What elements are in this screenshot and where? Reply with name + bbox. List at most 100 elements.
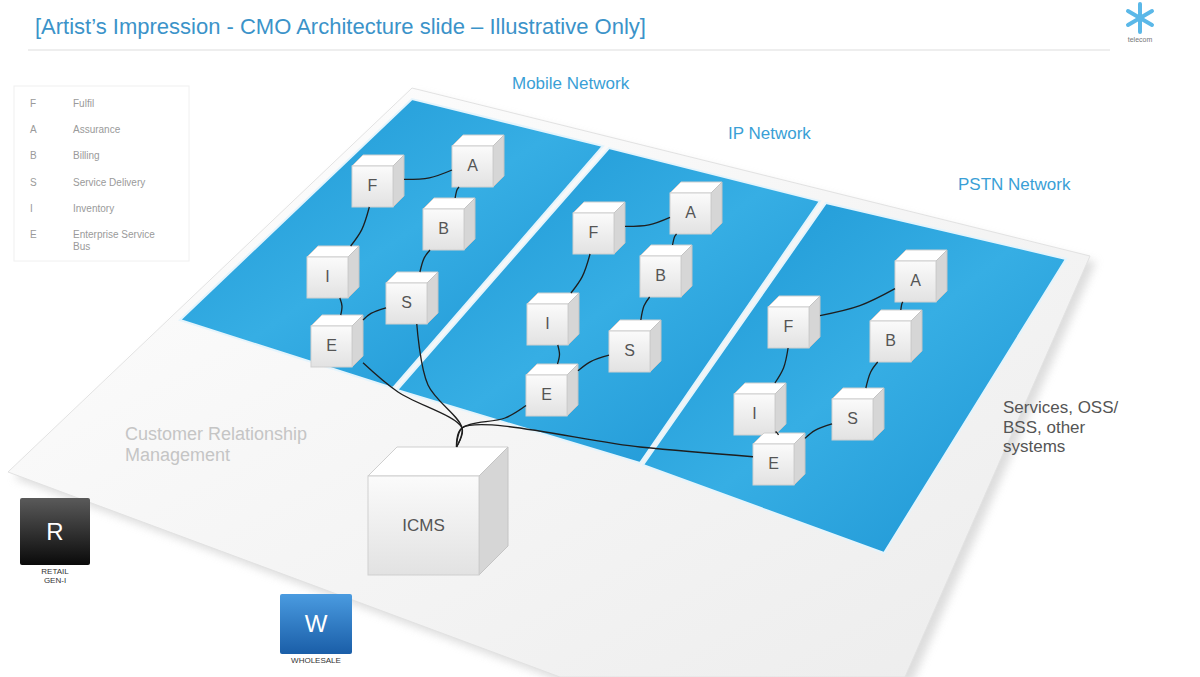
cube-side <box>427 272 438 324</box>
cube-front <box>527 304 568 345</box>
node-label: F <box>573 213 614 254</box>
key-text: Inventory <box>73 203 173 215</box>
system-cube: S <box>832 388 884 440</box>
cube-front <box>609 331 650 372</box>
systems-note: Services, OSS/ BSS, other systems <box>1003 398 1143 457</box>
cube-side <box>393 155 404 207</box>
cube-shape <box>573 202 625 254</box>
cube-shape <box>423 198 475 250</box>
node-label: I <box>307 257 348 298</box>
cube-shape <box>768 296 820 348</box>
node-label: B <box>640 256 681 297</box>
cube-front <box>573 213 614 254</box>
cube-front <box>768 307 809 348</box>
cube-side <box>479 447 508 575</box>
key-letter: A <box>30 124 60 136</box>
cube-front <box>734 394 775 435</box>
wire-connector <box>820 289 895 316</box>
system-cube: E <box>753 433 805 485</box>
key-letter: I <box>30 203 60 215</box>
cube-side <box>567 364 578 416</box>
system-cube: A <box>452 135 504 187</box>
cube-front <box>895 261 936 302</box>
wire-connector <box>457 405 526 447</box>
cube-shape <box>734 383 786 435</box>
wire-connector <box>455 187 459 198</box>
network-panel: PSTN NetworkFABISE <box>641 201 1068 556</box>
node-caption: RETAIL GEN-I <box>35 567 75 585</box>
node-label: E <box>526 375 567 416</box>
cube-side <box>911 310 922 362</box>
wire-connector <box>641 297 650 320</box>
cube-shape <box>832 388 884 440</box>
wire-connector <box>578 355 609 371</box>
cube-side <box>348 246 359 298</box>
node-label: R <box>20 498 90 565</box>
panel-face <box>643 203 1066 553</box>
node-label: I <box>527 304 568 345</box>
cube-shape <box>386 272 438 324</box>
node-label: ICMS <box>368 476 479 575</box>
node-label: A <box>452 146 493 187</box>
node-label: A <box>895 261 936 302</box>
node-caption: WHOLESALE <box>272 656 360 665</box>
key-letter: B <box>30 150 60 162</box>
node-label: E <box>753 444 794 485</box>
system-cube: F <box>573 202 625 254</box>
cube-shape <box>870 310 922 362</box>
system-cube: A <box>895 250 947 302</box>
cube-shape <box>753 433 805 485</box>
cube-front <box>670 193 711 234</box>
cube-side <box>614 202 625 254</box>
cube-front <box>870 321 911 362</box>
node-label: Mobile Network <box>512 74 692 94</box>
system-cube: E <box>526 364 578 416</box>
wire-connector <box>866 362 878 388</box>
cube-side <box>681 245 692 297</box>
node-label: A <box>670 193 711 234</box>
wire-connector <box>363 308 386 320</box>
wire-connector <box>571 254 590 293</box>
key-text: Billing <box>73 150 173 162</box>
tile-face <box>280 594 352 654</box>
system-cube: S <box>609 320 661 372</box>
wire-connector <box>420 250 430 272</box>
cube-side <box>775 383 786 435</box>
node-label: S <box>609 331 650 372</box>
cube-shape <box>670 182 722 234</box>
wire-connector <box>673 234 677 245</box>
node-label: I <box>734 394 775 435</box>
node-label: E <box>311 326 352 367</box>
cube-shape <box>526 364 578 416</box>
cube-side <box>711 182 722 234</box>
logo-star <box>1128 4 1152 32</box>
cube-front <box>640 256 681 297</box>
wire-connector <box>351 207 370 246</box>
key-text: Fulfil <box>73 98 173 110</box>
cube-front <box>368 476 479 575</box>
wholesale-tile: WWHOLESALE <box>280 594 352 654</box>
cube-shape <box>527 293 579 345</box>
system-cube: B <box>870 310 922 362</box>
wire-connector <box>775 348 788 383</box>
cube-front <box>307 257 348 298</box>
cube-shape <box>640 245 692 297</box>
wire-connector <box>363 363 463 447</box>
wire-connector <box>901 302 903 310</box>
node-label: S <box>386 283 427 324</box>
system-cube: A <box>670 182 722 234</box>
cube-side <box>809 296 820 348</box>
node-label: W <box>280 594 352 654</box>
cube-shape <box>311 315 363 367</box>
system-cube: I <box>527 293 579 345</box>
system-cube: I <box>734 383 786 435</box>
cube-front <box>311 326 352 367</box>
slide-title: [Artist’s Impression - CMO Architecture … <box>35 14 1035 39</box>
node-label: B <box>870 321 911 362</box>
cube-shape <box>307 246 359 298</box>
node-label: F <box>768 307 809 348</box>
key-box <box>14 86 189 261</box>
system-cube: I <box>307 246 359 298</box>
wire-connector <box>456 425 753 457</box>
cube-shape <box>609 320 661 372</box>
